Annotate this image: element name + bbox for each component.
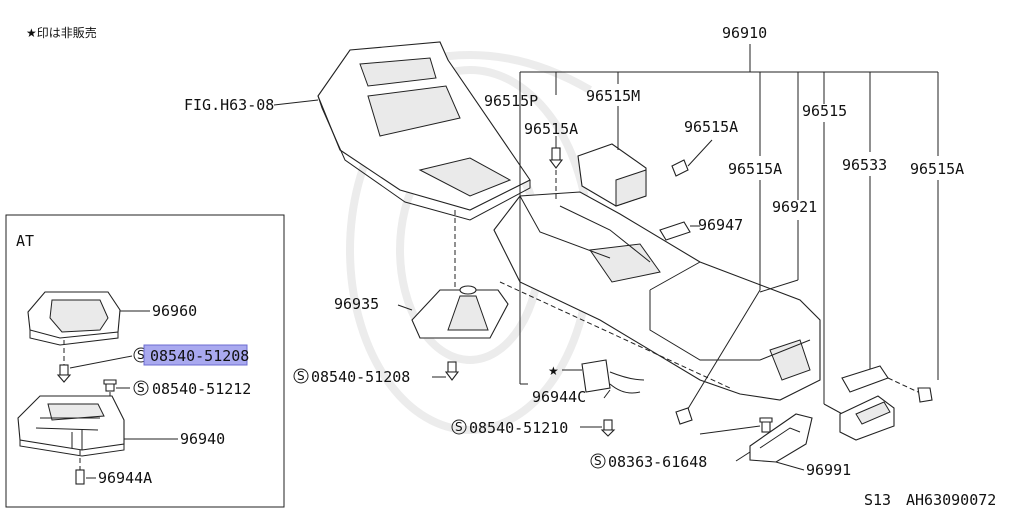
clip-96515A-4 (917, 387, 933, 403)
standard-part-symbol-3 (590, 453, 606, 469)
standard-symbol-text-3: S (594, 454, 602, 468)
standard-symbol-text-at-1: S (137, 348, 145, 362)
label-96944A: 96944A (98, 469, 152, 487)
label-96991: 96991 (806, 461, 851, 479)
non-sale-star: ★ (548, 364, 559, 378)
label-96515A-4: 96515A (910, 160, 964, 178)
label-08540-51208: 08540-51208 (311, 368, 410, 386)
highlight-box (143, 344, 248, 366)
main-console-body (493, 191, 821, 401)
label-96515: 96515 (802, 102, 847, 120)
label-96947: 96947 (698, 216, 743, 234)
part-96940-cover (17, 395, 125, 457)
part-96991-bracket (749, 413, 813, 463)
label-08540-51210: 08540-51210 (469, 419, 568, 437)
label-08540-51208-at: 08540-51208 (150, 347, 249, 365)
standard-symbol-text-1: S (297, 369, 305, 383)
label-96940: 96940 (180, 430, 225, 448)
label-96910: 96910 (722, 24, 767, 42)
screw-08540-51208 (444, 361, 460, 381)
figure-reference: FIG.H63-08 (184, 96, 274, 114)
label-96515A-2: 96515A (684, 118, 738, 136)
bracket-96910 (519, 44, 939, 385)
screw-08540-51212 (103, 379, 117, 392)
clip-96515A-1 (548, 147, 564, 169)
label-08363-61648: 08363-61648 (608, 453, 707, 471)
label-96515P: 96515P (484, 92, 538, 110)
standard-part-symbol-1 (293, 368, 309, 384)
label-96921: 96921 (772, 198, 817, 216)
label-96515A-3: 96515A (728, 160, 782, 178)
standard-symbol-text-2: S (455, 420, 463, 434)
screw-08540-51208-at (56, 364, 72, 383)
label-96515M: 96515M (586, 87, 640, 105)
screw-96515A-3 (675, 407, 693, 425)
part-96533 (841, 365, 889, 393)
screw-96515A-2 (671, 159, 689, 177)
label-08540-51212: 08540-51212 (152, 380, 251, 398)
upper-console-panel (317, 41, 531, 221)
non-sale-note: ★印は非販売 (26, 25, 97, 40)
footer-code-left: S13 (864, 491, 891, 509)
part-96960-bezel (27, 291, 121, 346)
part-96935-shift-boot (411, 285, 509, 339)
at-inset-box (5, 214, 285, 508)
part-96515-pocket (839, 395, 895, 441)
screw-08363-61648 (759, 417, 773, 433)
screw-08540-51210 (600, 419, 616, 437)
part-96515M-ashtray (577, 143, 647, 207)
standard-symbol-text-at-2: S (137, 381, 145, 395)
clip-96944A (75, 469, 85, 485)
at-box-title: AT (16, 232, 34, 250)
label-96960: 96960 (152, 302, 197, 320)
label-96935: 96935 (334, 295, 379, 313)
footer-code-right: AH63090072 (906, 491, 996, 509)
label-96515A-1: 96515A (524, 120, 578, 138)
label-96533: 96533 (842, 156, 887, 174)
part-96944C-harness (581, 359, 645, 394)
standard-part-symbol-2 (451, 419, 467, 435)
part-96947 (659, 221, 691, 241)
label-96944C: 96944C (532, 388, 586, 406)
standard-part-symbol-at-2 (133, 380, 149, 396)
